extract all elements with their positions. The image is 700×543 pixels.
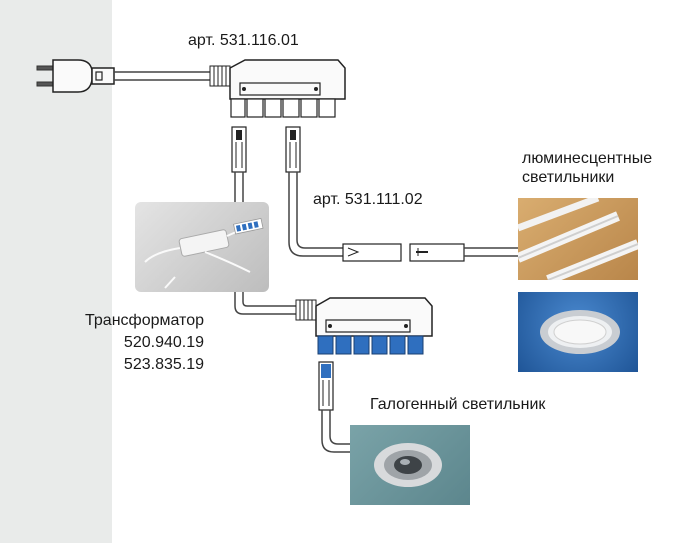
transformer-photo	[135, 202, 269, 292]
fluorescent-lamp-photo	[518, 198, 638, 280]
transformer-output-cable	[234, 292, 317, 321]
label-transformer-code2: 523.835.19	[123, 356, 204, 373]
recessed-light-photo	[518, 292, 638, 372]
label-fluorescent-line2: светильники	[522, 169, 615, 186]
bottom-distributor	[315, 297, 433, 355]
label-transformer-code1: 520.940.19	[123, 334, 204, 351]
connector-right	[285, 126, 520, 262]
connector-left	[231, 126, 247, 205]
label-halogen: Галогенный светильник	[370, 396, 546, 413]
label-art-mid: арт. 531.111.02	[313, 191, 423, 208]
halogen-light-photo	[350, 425, 470, 505]
plug-icon	[36, 59, 115, 93]
label-art-top: арт. 531.116.01	[188, 32, 299, 49]
label-fluorescent-line1: люминесцентные	[522, 150, 653, 167]
label-transformer-title: Трансформатор	[85, 312, 204, 329]
top-distributor	[229, 59, 346, 118]
connector-halogen	[318, 361, 352, 453]
power-cable	[114, 65, 231, 87]
